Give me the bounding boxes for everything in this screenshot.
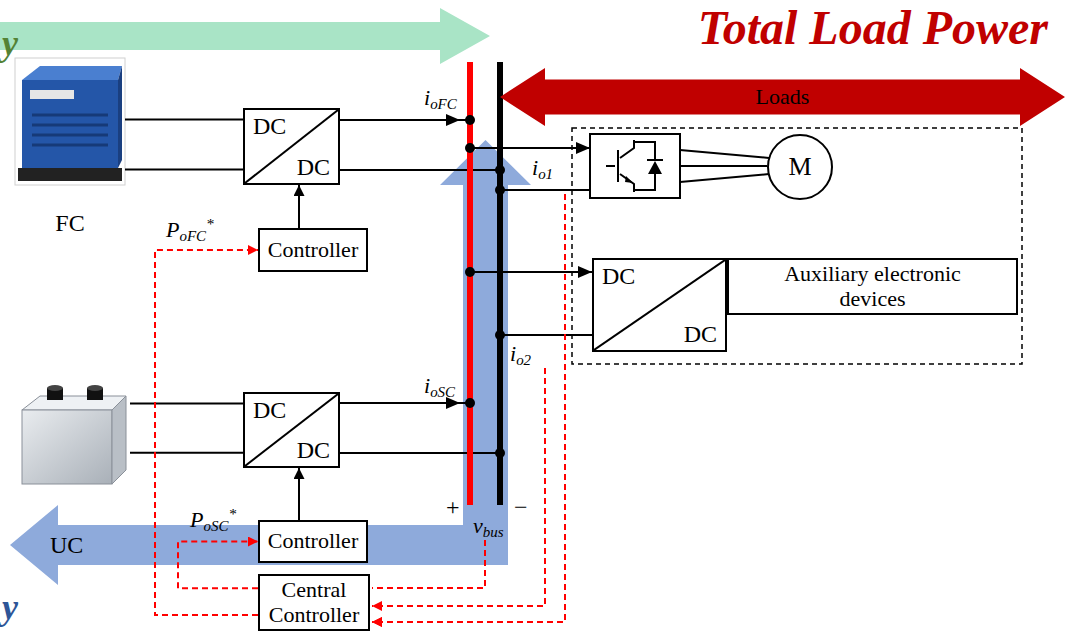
junction-dot xyxy=(465,398,475,408)
power-reference: PoSC* xyxy=(190,506,236,534)
node-label: Loads xyxy=(756,85,810,109)
converter-label: DC xyxy=(297,437,330,463)
unit-top xyxy=(22,66,122,80)
connector xyxy=(130,403,243,452)
junction-dot xyxy=(465,267,475,277)
voltage-signal: vbus xyxy=(473,514,504,541)
central-controller-box: Central Controller xyxy=(258,574,370,631)
measurement-line xyxy=(372,194,565,622)
node-label: FC xyxy=(15,210,125,236)
diode-bar xyxy=(647,159,663,161)
subscript: oSC xyxy=(430,384,455,400)
ultracapacitor-picture xyxy=(15,375,130,490)
converter-diagonal xyxy=(594,260,725,350)
dc-dc-converter: DC DC xyxy=(592,258,727,352)
measurement-line xyxy=(372,194,565,622)
photo-ground xyxy=(15,375,130,490)
subscript: bus xyxy=(483,524,504,540)
dc-dc-converter: DC DC xyxy=(243,392,340,468)
connector xyxy=(125,120,243,170)
subscript: o1 xyxy=(538,166,553,182)
junction-dot xyxy=(495,185,505,195)
node-label: Controller xyxy=(268,238,358,262)
terminal xyxy=(47,385,63,391)
unit-front xyxy=(22,80,118,168)
connector xyxy=(298,185,300,228)
node-label: Central Controller xyxy=(264,578,364,626)
fuel-cell-unit: FC xyxy=(15,52,125,244)
loads-arrow: Loads xyxy=(500,68,1065,126)
double-arrow-shape xyxy=(500,68,1065,126)
converter-label: DC xyxy=(253,113,286,139)
vents xyxy=(32,115,108,145)
current-arrow xyxy=(576,142,590,154)
figure-heading: Total Load Power xyxy=(698,2,1048,55)
flow-label-fragment: y xyxy=(2,588,18,628)
junction-dot xyxy=(495,448,505,458)
power-reference: PoFC* xyxy=(166,216,214,244)
current-signal: io2 xyxy=(510,342,531,369)
superscript: * xyxy=(228,505,236,522)
junction-dot xyxy=(465,143,475,153)
node-label: UC xyxy=(50,532,83,558)
junction-dot xyxy=(465,115,475,125)
igbt-symbol xyxy=(606,140,655,192)
junction-dots xyxy=(465,115,505,458)
superscript: * xyxy=(206,215,214,232)
dc-bus-negative xyxy=(497,62,503,505)
connector xyxy=(298,468,300,520)
inverter-box xyxy=(590,134,680,198)
converter-label: DC xyxy=(253,397,286,423)
energy-flow-arrow xyxy=(0,8,490,64)
subscript: o2 xyxy=(516,352,531,368)
dc-bus-positive xyxy=(467,62,473,505)
converter-label: DC xyxy=(297,154,330,180)
flow-label-fragment: y xyxy=(2,24,18,64)
current-arrow xyxy=(446,114,460,126)
diode-symbol xyxy=(648,161,662,174)
module-front xyxy=(22,410,112,484)
controller-box: Controller xyxy=(258,228,368,272)
module-top xyxy=(22,396,126,410)
ultracapacitor-unit: UC xyxy=(15,372,130,562)
terminal xyxy=(87,385,103,391)
dc-dc-converter: DC DC xyxy=(243,108,340,185)
auxiliary-box: Auxiliary electronic devices xyxy=(727,258,1018,315)
unit-base xyxy=(18,168,122,181)
current-signal: ioSC xyxy=(424,374,455,401)
current-signal: ioFC xyxy=(424,86,457,113)
motor-phase-wire xyxy=(680,150,769,182)
motor-circle: M xyxy=(767,134,833,200)
bus-polarity: + xyxy=(446,494,460,520)
converter-label: DC xyxy=(602,263,635,289)
converter-diagonal xyxy=(245,110,338,183)
energy-flow-arrow xyxy=(10,140,531,585)
current-signal: io1 xyxy=(532,156,553,183)
bus-polarity: − xyxy=(514,494,528,520)
junction-dot xyxy=(495,165,505,175)
converter-wire xyxy=(340,120,592,453)
node-label: M xyxy=(788,153,811,182)
igbt-emitter-arrow xyxy=(625,176,633,183)
subscript: oFC xyxy=(430,96,457,112)
junction-dot xyxy=(495,330,505,340)
current-arrow xyxy=(578,266,592,278)
controller-box: Controller xyxy=(258,520,368,563)
converter-label: DC xyxy=(684,321,717,347)
photo-ground xyxy=(15,58,125,185)
control-signal-line xyxy=(178,542,258,589)
subscript: oFC xyxy=(179,228,206,244)
name-plate xyxy=(30,90,74,99)
measurement-line xyxy=(372,368,545,606)
unit-side xyxy=(118,66,122,168)
fuel-cell-picture xyxy=(15,58,125,185)
loads-group-outline xyxy=(572,128,1022,364)
converter-diagonal xyxy=(245,394,338,466)
module-side xyxy=(112,396,126,484)
node-label: Controller xyxy=(268,529,358,553)
subscript: oSC xyxy=(203,518,228,534)
node-label: Auxiliary electronic devices xyxy=(758,262,988,310)
inverter-symbol xyxy=(590,134,680,198)
